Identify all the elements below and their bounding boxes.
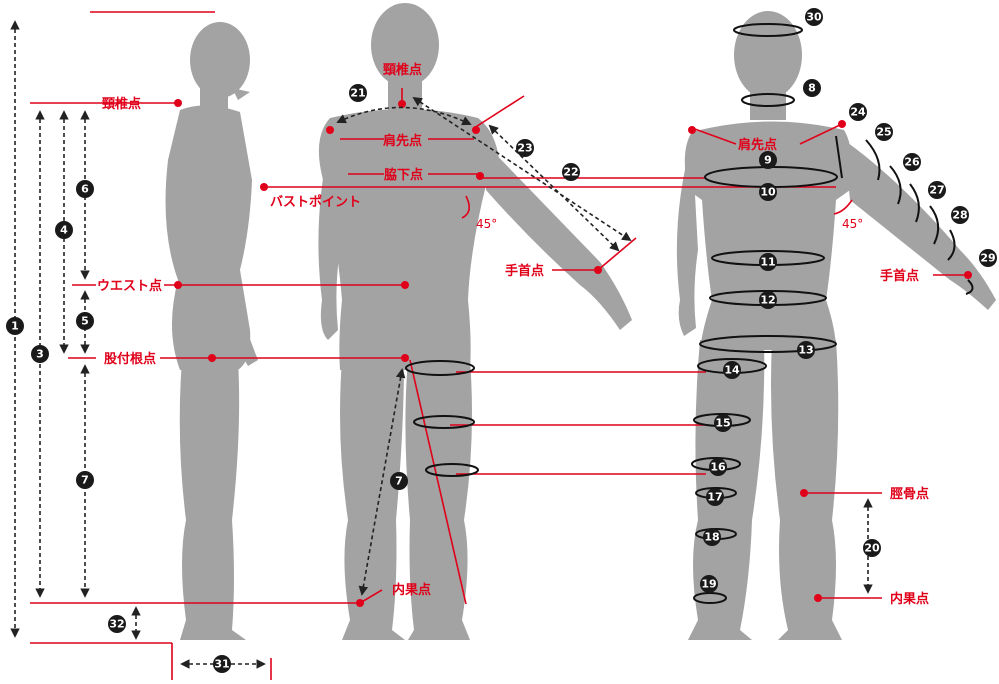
badge-26: 26	[903, 153, 921, 171]
badge-7-side: 7	[76, 471, 94, 489]
label-angle-back: 45°	[476, 217, 497, 231]
badge-17: 17	[706, 488, 724, 506]
svg-text:26: 26	[904, 156, 920, 169]
svg-text:7: 7	[81, 474, 89, 487]
badge-30: 30	[805, 8, 823, 26]
svg-text:30: 30	[806, 11, 822, 24]
svg-text:25: 25	[876, 126, 891, 139]
svg-text:11: 11	[760, 256, 775, 269]
side-view-figure	[166, 22, 258, 640]
svg-text:8: 8	[808, 82, 816, 95]
svg-text:10: 10	[760, 186, 776, 199]
svg-text:24: 24	[850, 106, 866, 119]
badge-15: 15	[714, 414, 732, 432]
svg-text:32: 32	[109, 618, 124, 631]
svg-text:7: 7	[395, 475, 403, 488]
label-armpit: 脇下点	[384, 167, 423, 183]
label-front-ankle: 内果点	[890, 591, 929, 607]
badge-25: 25	[875, 123, 893, 141]
svg-text:3: 3	[36, 348, 44, 361]
label-back-shoulder: 肩先点	[383, 133, 422, 149]
svg-text:28: 28	[952, 209, 967, 222]
badge-6: 6	[76, 180, 94, 198]
svg-text:20: 20	[864, 542, 880, 555]
label-side-neck: 頸椎点	[102, 96, 141, 112]
label-back-wrist: 手首点	[505, 263, 544, 279]
badge-3: 3	[31, 345, 49, 363]
svg-text:12: 12	[760, 294, 775, 307]
badge-24: 24	[849, 103, 867, 121]
label-tibia: 脛骨点	[890, 486, 929, 502]
label-waist-point: ウエスト点	[97, 278, 162, 294]
badge-27: 27	[928, 181, 946, 199]
label-back-neck: 頸椎点	[383, 62, 422, 78]
badge-8: 8	[803, 79, 821, 97]
badge-10: 10	[759, 183, 777, 201]
badge-7-back: 7	[390, 472, 408, 490]
badge-18: 18	[703, 528, 721, 546]
badge-16: 16	[709, 458, 727, 476]
badge-22: 22	[562, 163, 580, 181]
badge-23: 23	[516, 139, 534, 157]
svg-text:19: 19	[701, 578, 716, 591]
svg-text:1: 1	[11, 320, 19, 333]
svg-text:23: 23	[517, 142, 532, 155]
svg-text:22: 22	[563, 166, 578, 179]
svg-text:31: 31	[214, 658, 229, 671]
badge-20: 20	[863, 539, 881, 557]
svg-text:15: 15	[715, 417, 730, 430]
svg-text:21: 21	[350, 87, 365, 100]
badge-29: 29	[979, 249, 997, 267]
svg-text:17: 17	[707, 491, 722, 504]
badge-5: 5	[76, 312, 94, 330]
svg-text:13: 13	[798, 344, 813, 357]
badge-32: 32	[108, 615, 126, 633]
svg-text:27: 27	[929, 184, 944, 197]
badge-11: 11	[759, 253, 777, 271]
badge-14: 14	[723, 361, 741, 379]
badge-9: 9	[759, 151, 777, 169]
badge-21: 21	[349, 84, 367, 102]
badge-1: 1	[6, 317, 24, 335]
label-bust-point: バストポイント	[270, 194, 361, 210]
svg-text:6: 6	[81, 183, 89, 196]
svg-text:14: 14	[724, 364, 740, 377]
badge-13: 13	[797, 341, 815, 359]
badge-28: 28	[951, 206, 969, 224]
svg-text:5: 5	[81, 315, 89, 328]
svg-text:4: 4	[60, 224, 68, 237]
label-front-shoulder: 肩先点	[738, 137, 777, 153]
label-crotch-point: 股付根点	[104, 351, 156, 367]
badge-4: 4	[55, 221, 73, 239]
svg-text:29: 29	[980, 252, 995, 265]
badge-19: 19	[700, 575, 718, 593]
svg-text:16: 16	[710, 461, 726, 474]
label-front-wrist: 手首点	[880, 268, 919, 284]
measurement-badges: 1 3 4 5 6 7 7 8 9 10 11 12 13 14 15 16 1…	[6, 8, 997, 673]
badge-12: 12	[759, 291, 777, 309]
badge-31: 31	[213, 655, 231, 673]
front-view-figure	[677, 11, 996, 640]
label-angle-front: 45°	[842, 217, 863, 231]
label-back-ankle: 内果点	[392, 582, 431, 598]
svg-text:9: 9	[764, 154, 772, 167]
svg-text:18: 18	[704, 531, 719, 544]
